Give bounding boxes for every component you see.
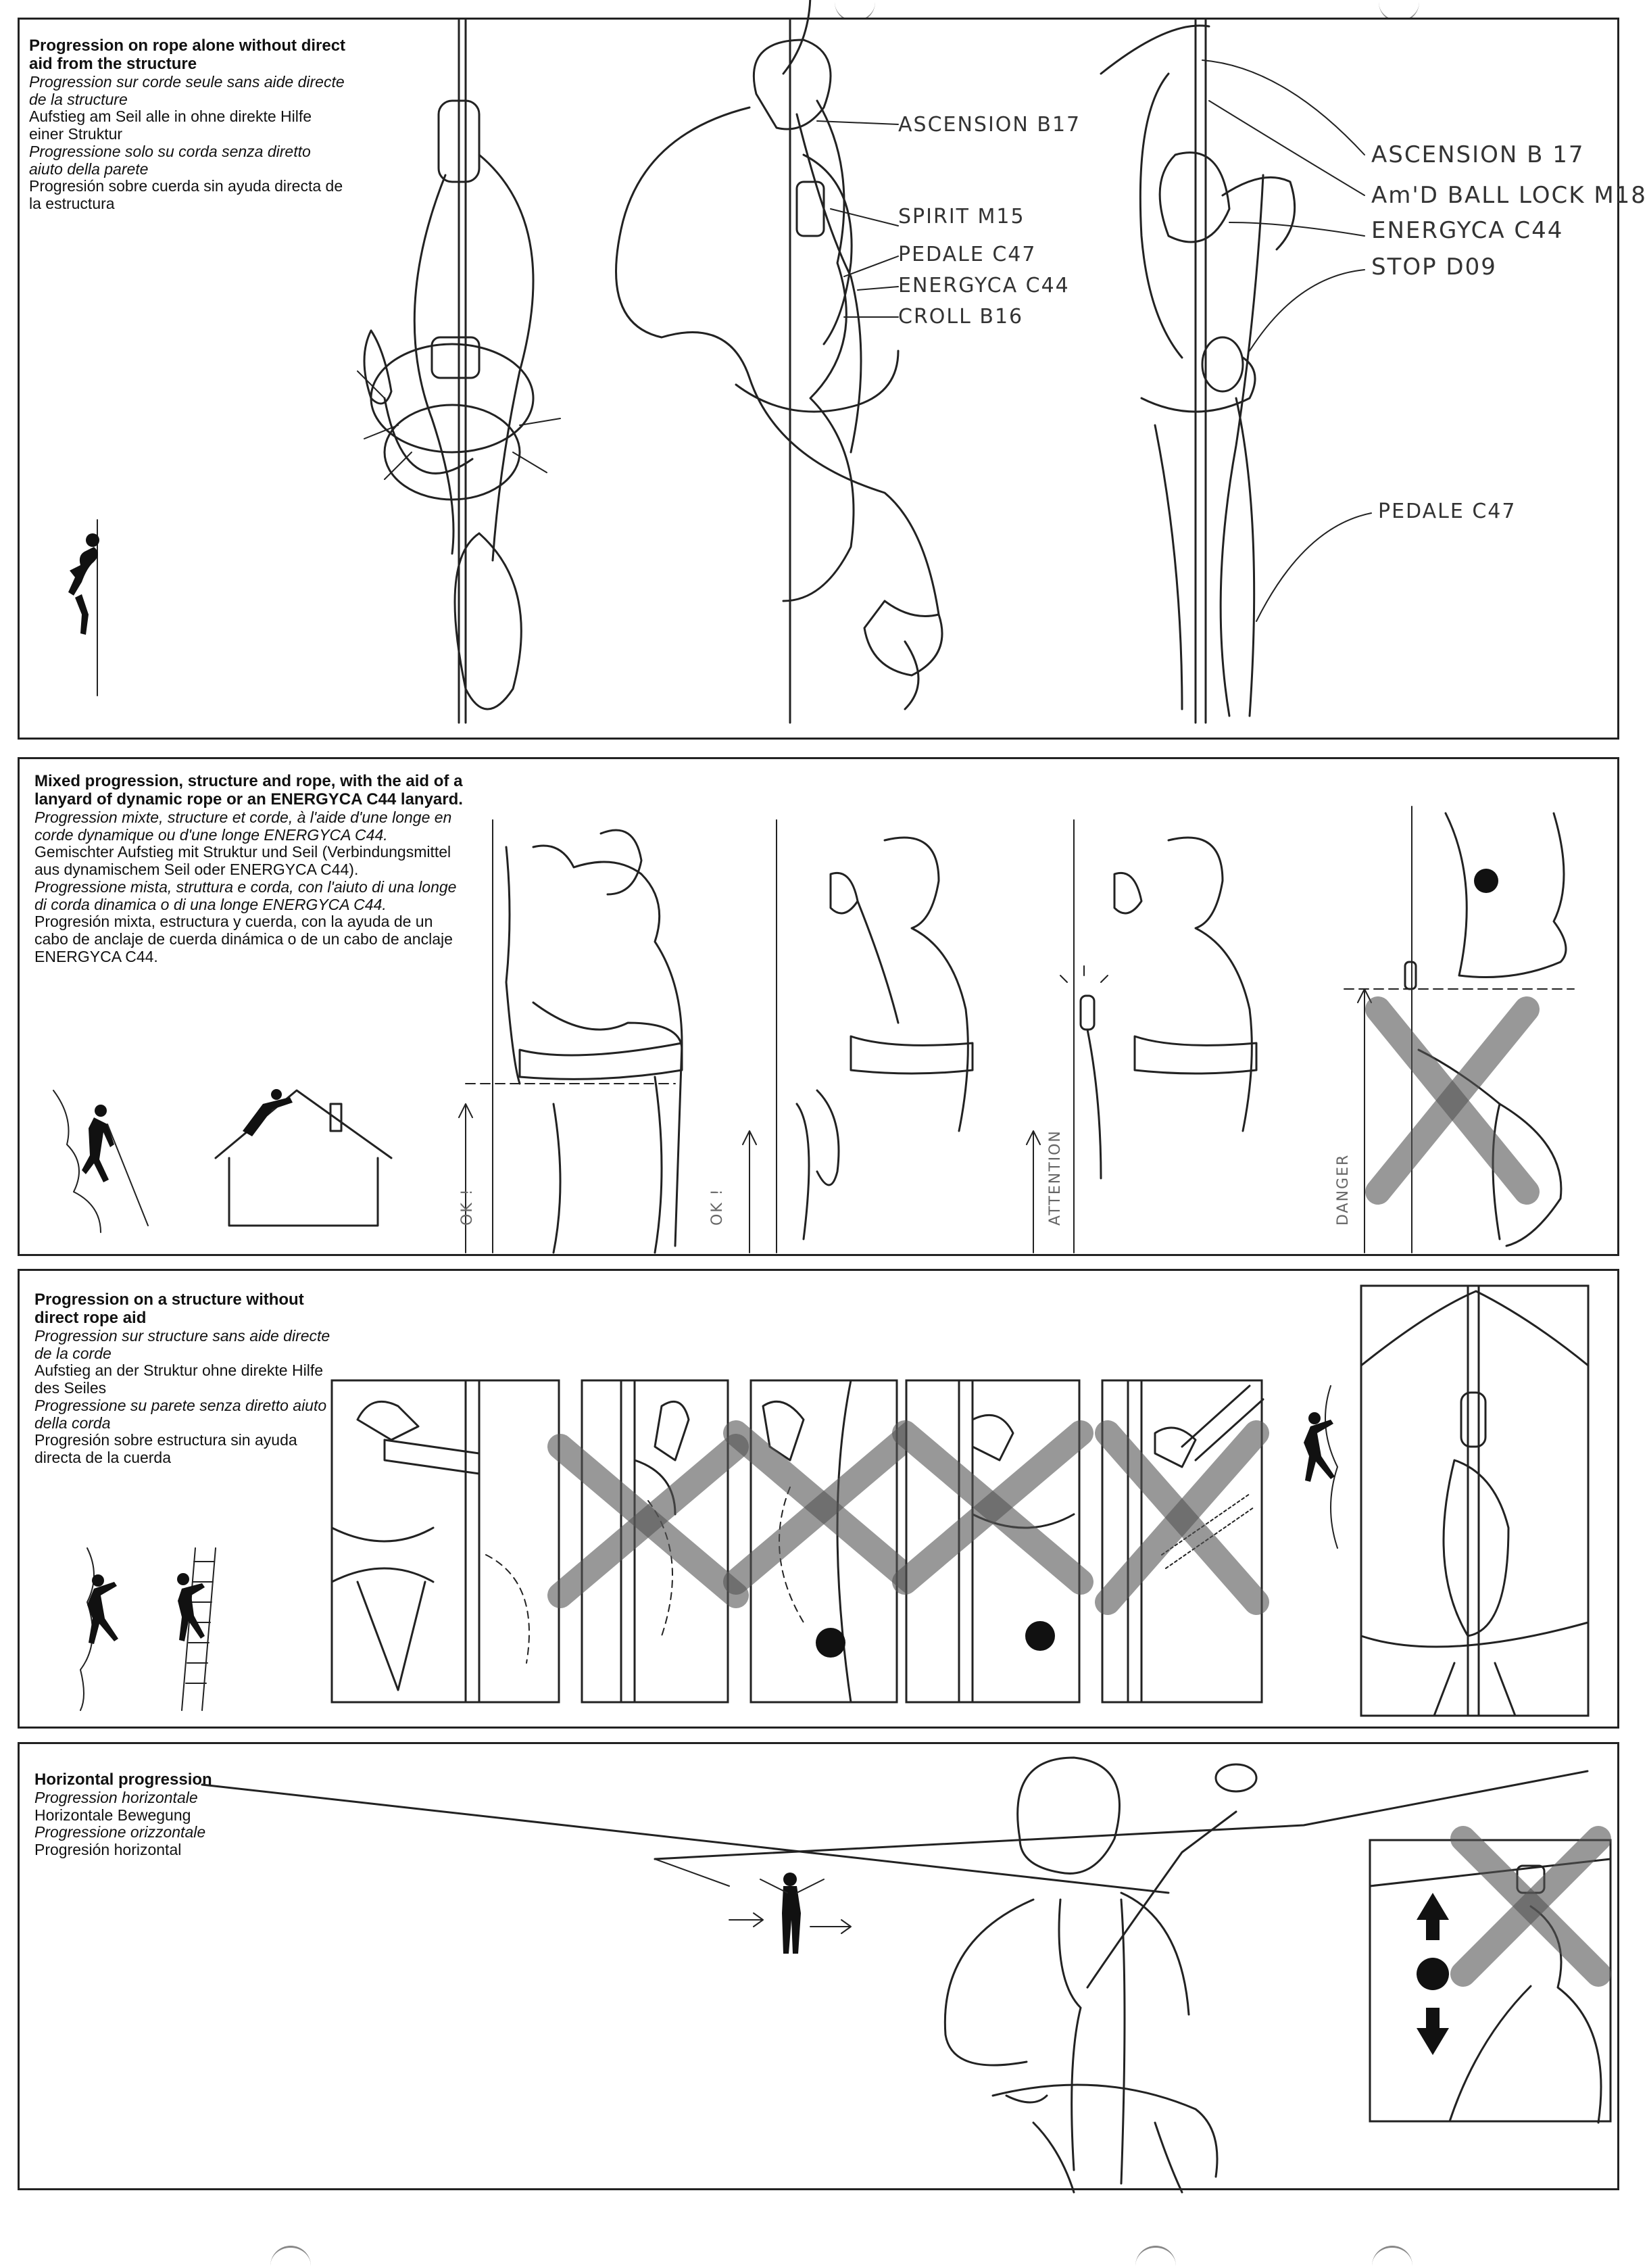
caption-en: Progression on a structure without direc… <box>34 1290 304 1327</box>
structure-frame-device <box>1360 1284 1590 1717</box>
ladder-climber-pictogram <box>177 1547 216 1711</box>
label-r-ball-lock-m18: Am'D BALL LOCK M18 <box>1371 182 1647 209</box>
structure-frame-wrong-4 <box>1095 1379 1269 1704</box>
structure-frame-wrong-2 <box>723 1379 925 1704</box>
mixed-step-4 <box>1344 806 1575 1253</box>
caption-es: Progresión sobre estructura sin ayuda di… <box>34 1431 297 1466</box>
section-text: Progression on rope alone without direct… <box>29 37 347 213</box>
section-text: Mixed progression, structure and rope, w… <box>34 772 467 966</box>
binder-hole <box>1372 2246 1412 2268</box>
traverse-pictogram <box>729 1873 852 1954</box>
section-horizontal-progression: Horizontal progression Progression horiz… <box>18 1742 1619 2194</box>
binder-hole <box>1135 2246 1176 2268</box>
label-ok-2: OK ! <box>709 1188 726 1226</box>
label-pointers-mid <box>816 120 899 318</box>
label-energyca-c44: ENERGYCA C44 <box>898 274 1070 297</box>
caption-de: Horizontale Bewegung <box>34 1806 191 1824</box>
label-croll-b16: CROLL B16 <box>898 305 1024 329</box>
label-spirit-m15: SPIRIT M15 <box>898 205 1025 228</box>
caption-en: Mixed progression, structure and rope, w… <box>34 772 463 809</box>
label-r-stop-d09: STOP D09 <box>1371 254 1497 281</box>
horizontal-inset-wrong <box>1369 1826 1612 2124</box>
section-text: Progression on a structure without direc… <box>34 1290 332 1467</box>
climber-pictogram <box>68 519 99 696</box>
mixed-step-2 <box>742 819 974 1253</box>
structure-frame-ok <box>330 1379 560 1704</box>
label-attention: ATTENTION <box>1047 1130 1064 1226</box>
caption-es: Progresión sobre cuerda sin ayuda direct… <box>29 177 343 212</box>
caption-it: Progressione solo su corda senza diretto… <box>29 142 311 178</box>
climber-ascension-illustration <box>615 0 943 724</box>
house-roof-pictogram <box>214 1089 393 1227</box>
caption-fr: Progression horizontale <box>34 1788 198 1806</box>
climber-right-illustration <box>1100 18 1296 724</box>
wall-climber-pictogram <box>80 1547 118 1711</box>
cliff-climber-pictogram <box>53 1090 149 1233</box>
caption-it: Progressione orizzontale <box>34 1823 206 1841</box>
caption-fr: Progression sur structure sans aide dire… <box>34 1326 330 1362</box>
horizontal-climber-illustration <box>943 1756 1258 2194</box>
section-structure-progression: Progression on a structure without direc… <box>18 1269 1619 1729</box>
section-rope-progression: Progression on rope alone without direct… <box>18 0 1646 740</box>
caption-es: Progresión horizontal <box>34 1841 182 1859</box>
caption-it: Progressione mista, struttura e corda, c… <box>34 877 457 913</box>
caption-fr: Progression mixte, structure et corde, à… <box>34 808 452 844</box>
section-text: Horizontal progression Progression horiz… <box>34 1770 332 1859</box>
binder-hole <box>270 2246 311 2268</box>
mixed-step-1 <box>458 819 683 1254</box>
label-ok-1: OK ! <box>459 1188 476 1226</box>
traverse-rope <box>201 1770 1589 1894</box>
label-pointers-right <box>1202 59 1372 622</box>
section-mixed-progression: Mixed progression, structure and rope, w… <box>18 757 1619 1256</box>
caption-de: Aufstieg am Seil alle in ohne direkte Hi… <box>29 107 312 143</box>
label-ascension-b17: ASCENSION B17 <box>898 113 1081 137</box>
structure-frame-wrong-3 <box>892 1379 1093 1704</box>
label-r-ascension-b17: ASCENSION B 17 <box>1371 141 1585 168</box>
caption-it: Progressione su parete senza diretto aiu… <box>34 1396 327 1432</box>
mixed-step-3 <box>1026 819 1258 1253</box>
label-danger: DANGER <box>1335 1153 1352 1226</box>
caption-es: Progresión mixta, estructura y cuerda, c… <box>34 913 453 965</box>
label-r-energyca-c44: ENERGYCA C44 <box>1371 217 1564 244</box>
caption-en: Progression on rope alone without direct… <box>29 37 346 73</box>
caption-en: Horizontal progression <box>34 1770 212 1789</box>
caption-de: Aufstieg an der Struktur ohne direkte Hi… <box>34 1361 324 1397</box>
rope-device-illustration <box>357 18 561 724</box>
label-r-pedale-c47: PEDALE C47 <box>1378 500 1517 523</box>
caption-fr: Progression sur corde seule sans aide di… <box>29 72 345 108</box>
label-pedale-c47: PEDALE C47 <box>898 243 1037 266</box>
caption-de: Gemischter Aufstieg mit Struktur und Sei… <box>34 843 451 878</box>
wall-climber-pictogram-2 <box>1304 1385 1338 1549</box>
structure-frame-wrong-1 <box>547 1379 749 1704</box>
